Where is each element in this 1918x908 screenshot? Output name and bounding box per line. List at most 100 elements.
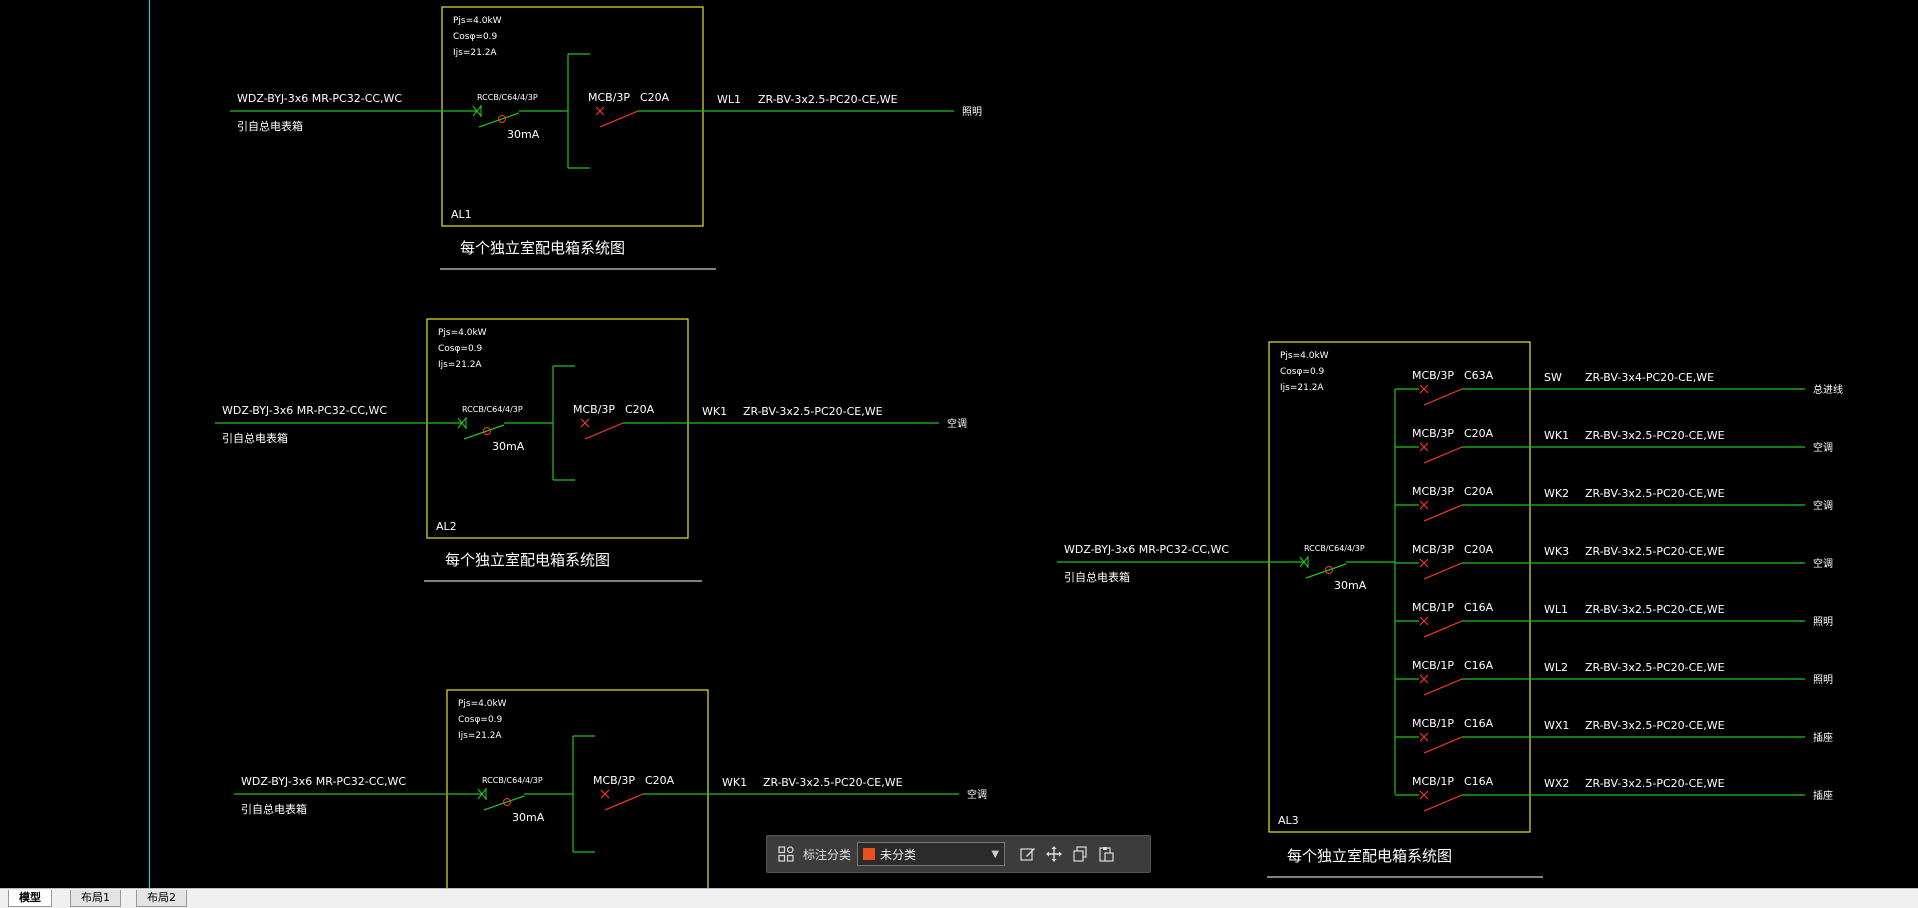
copy-icon[interactable] <box>1067 841 1093 867</box>
branch-circuit-id: WX2 <box>1544 777 1569 790</box>
panel-diagram-title: 每个独立室配电箱系统图 <box>1287 847 1452 865</box>
paste-icon[interactable] <box>1093 841 1119 867</box>
panel-enclosure <box>441 6 704 227</box>
branch-breaker-type: MCB/3P <box>1412 369 1454 382</box>
branch-breaker-rating: C20A <box>640 91 670 104</box>
branch-breaker-contact <box>1419 790 1429 800</box>
main-breaker-trip: 30mA <box>507 128 540 141</box>
incoming-cable-spec: WDZ-BYJ-3x6 MR-PC32-CC,WC <box>222 404 387 417</box>
main-breaker-contact <box>472 105 482 117</box>
tab-layout2[interactable]: 布局2 <box>136 890 187 907</box>
branch-cable-spec: ZR-BV-3x2.5-PC20-CE,WE <box>1585 429 1725 442</box>
cad-drawing-canvas[interactable]: Pjs=4.0kWCosφ=0.9Ijs=21.2AAL1WDZ-BYJ-3x6… <box>0 0 1918 888</box>
branch-breaker-blade <box>604 793 644 811</box>
main-breaker-contact <box>477 788 487 800</box>
branch-cable-spec: ZR-BV-3x2.5-PC20-CE,WE <box>1585 545 1725 558</box>
branch-breaker-type: MCB/3P <box>1412 543 1454 556</box>
move-icon[interactable] <box>1041 841 1067 867</box>
branch-breaker-type: MCB/3P <box>593 774 635 787</box>
panel-id: AL3 <box>1278 814 1299 827</box>
branch-cable-spec: ZR-BV-3x2.5-PC20-CE,WE <box>1585 661 1725 674</box>
branch-load-name: 插座 <box>1813 731 1833 744</box>
panel-param: Ijs=21.2A <box>438 360 482 370</box>
branch-cable-spec: ZR-BV-3x2.5-PC20-CE,WE <box>758 93 898 106</box>
annotation-category-value: 未分类 <box>880 847 917 862</box>
main-breaker-type: RCCB/C64/4/3P <box>1304 544 1365 553</box>
panel-enclosure <box>1268 341 1531 833</box>
main-breaker-contact <box>457 417 467 429</box>
panel-param: Pjs=4.0kW <box>458 699 507 709</box>
branch-breaker-rating: C16A <box>1464 659 1494 672</box>
branch-breaker-type: MCB/1P <box>1412 659 1454 672</box>
branch-circuit-id: WK1 <box>722 776 747 789</box>
branch-load-name: 插座 <box>1813 789 1833 802</box>
branch-breaker-blade <box>1423 446 1463 464</box>
main-breaker-trip: 30mA <box>492 440 525 453</box>
panel-param: Ijs=21.2A <box>1280 383 1324 393</box>
main-breaker-type: RCCB/C64/4/3P <box>477 93 538 102</box>
branch-cable-spec: ZR-BV-3x4-PC20-CE,WE <box>1585 371 1714 384</box>
branch-breaker-contact <box>1419 732 1429 742</box>
branch-breaker-rating: C16A <box>1464 717 1494 730</box>
category-grid-icon[interactable] <box>773 841 799 867</box>
panel-param: Ijs=21.2A <box>453 48 497 58</box>
branch-load-name: 照明 <box>962 106 982 118</box>
branch-breaker-blade <box>1423 562 1463 580</box>
branch-breaker-rating: C16A <box>1464 775 1494 788</box>
panel-param: Cosφ=0.9 <box>1280 367 1325 377</box>
distribution-panel-AL1: Pjs=4.0kWCosφ=0.9Ijs=21.2AAL1WDZ-BYJ-3x6… <box>230 6 982 270</box>
branch-circuit-id: SW <box>1544 371 1562 384</box>
branch-breaker-rating: C20A <box>1464 427 1494 440</box>
edit-icon[interactable] <box>1015 841 1041 867</box>
panel-enclosure <box>446 689 709 888</box>
branch-breaker-rating: C63A <box>1464 369 1494 382</box>
branch-circuit-id: WK2 <box>1544 487 1569 500</box>
panel-param: Cosφ=0.9 <box>453 32 498 42</box>
branch-breaker-blade <box>1423 678 1463 696</box>
panel-id: AL2 <box>436 520 457 533</box>
panel-param: Cosφ=0.9 <box>438 344 483 354</box>
branch-load-name: 空调 <box>947 417 967 430</box>
tab-model[interactable]: 模型 <box>8 890 52 907</box>
main-breaker-type: RCCB/C64/4/3P <box>482 776 543 785</box>
branch-load-name: 空调 <box>1813 557 1833 570</box>
tab-layout1[interactable]: 布局1 <box>70 890 121 907</box>
chevron-down-icon: ▼ <box>991 848 1000 860</box>
panel-enclosure <box>426 318 689 539</box>
branch-breaker-contact <box>600 789 610 799</box>
annotation-toolbar: 标注分类 未分类 ▼ <box>766 835 1151 873</box>
incoming-source: 引自总电表箱 <box>241 802 307 816</box>
rcd-trip-symbol <box>503 798 511 806</box>
branch-breaker-contact <box>1419 616 1429 626</box>
incoming-source: 引自总电表箱 <box>222 431 288 445</box>
rcd-trip-symbol <box>483 427 491 435</box>
category-color-swatch <box>863 848 876 860</box>
branch-breaker-blade <box>599 110 639 128</box>
panel-param: Cosφ=0.9 <box>458 715 503 725</box>
branch-load-name: 空调 <box>1813 441 1833 454</box>
branch-circuit-id: WL1 <box>717 93 741 106</box>
branch-breaker-type: MCB/3P <box>588 91 630 104</box>
panel-id: AL1 <box>451 208 472 221</box>
panel-param: Pjs=4.0kW <box>438 328 487 338</box>
panels-layer: Pjs=4.0kWCosφ=0.9Ijs=21.2AAL1WDZ-BYJ-3x6… <box>215 6 1843 888</box>
incoming-source: 引自总电表箱 <box>1064 570 1130 584</box>
branch-breaker-contact <box>1419 442 1429 452</box>
branch-cable-spec: ZR-BV-3x2.5-PC20-CE,WE <box>1585 777 1725 790</box>
branch-circuit-id: WL1 <box>1544 603 1568 616</box>
branch-cable-spec: ZR-BV-3x2.5-PC20-CE,WE <box>1585 719 1725 732</box>
branch-circuit-id: WX1 <box>1544 719 1569 732</box>
panel-param: Pjs=4.0kW <box>1280 351 1329 361</box>
branch-breaker-type: MCB/3P <box>1412 427 1454 440</box>
branch-breaker-blade <box>1423 620 1463 638</box>
branch-breaker-contact <box>595 106 605 116</box>
annotation-category-select[interactable]: 未分类 ▼ <box>857 842 1006 866</box>
main-breaker-trip: 30mA <box>512 811 545 824</box>
branch-breaker-blade <box>1423 504 1463 522</box>
main-breaker-type: RCCB/C64/4/3P <box>462 405 523 414</box>
rcd-trip-symbol <box>498 115 506 123</box>
branch-breaker-type: MCB/3P <box>573 403 615 416</box>
branch-breaker-blade <box>1423 736 1463 754</box>
